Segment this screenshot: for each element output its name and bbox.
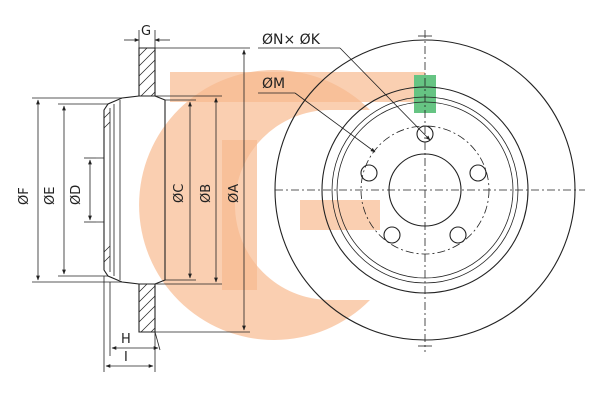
bolt-hole bbox=[383, 226, 401, 244]
pcd-circle bbox=[360, 125, 490, 255]
friction-ring-inner-circle bbox=[321, 86, 529, 294]
dimension-e: ØE bbox=[43, 103, 108, 277]
brand-watermark-logo bbox=[139, 69, 436, 340]
bolt-hole bbox=[469, 164, 487, 182]
dimension-h: H bbox=[109, 282, 161, 356]
hub-bore bbox=[96, 157, 104, 223]
label-c: ØC bbox=[172, 184, 187, 203]
leader-nk: ØN× ØK bbox=[258, 32, 431, 141]
disc-outer-circle bbox=[274, 39, 576, 341]
hat-mid-circle bbox=[336, 101, 514, 279]
watermark-bar-lower bbox=[300, 200, 380, 230]
hat-outline bbox=[103, 95, 166, 285]
dimension-c: ØC bbox=[165, 99, 196, 281]
dimension-g: G bbox=[124, 24, 170, 48]
leader-m: ØM bbox=[258, 76, 376, 153]
centre-bore-circle bbox=[388, 153, 462, 227]
dimension-f: ØF bbox=[17, 97, 122, 283]
hat-outer-circle bbox=[331, 96, 519, 284]
bolt-hole bbox=[416, 125, 434, 143]
bolt-hole bbox=[360, 164, 378, 182]
front-view: ØN× ØK ØM bbox=[258, 30, 585, 352]
dimension-b: ØB bbox=[155, 95, 222, 285]
watermark-bar-horizontal bbox=[170, 72, 425, 102]
side-section-view: G ØF ØE ØD ØC bbox=[17, 24, 250, 372]
watermark-outer-ring bbox=[139, 69, 370, 340]
label-nk: ØN× ØK bbox=[262, 32, 321, 48]
label-f: ØF bbox=[17, 187, 32, 205]
label-d: ØD bbox=[69, 185, 84, 205]
label-h: H bbox=[121, 332, 131, 347]
bolt-hole bbox=[449, 226, 467, 244]
hat-inner-wall bbox=[109, 100, 121, 280]
dimension-i: I bbox=[103, 276, 156, 372]
label-b: ØB bbox=[199, 184, 214, 203]
label-a: ØA bbox=[227, 184, 242, 203]
label-i: I bbox=[124, 350, 128, 365]
dimension-a: ØA bbox=[155, 47, 250, 333]
bolt-hole-group bbox=[360, 125, 487, 244]
section-hatching bbox=[103, 47, 156, 333]
dimension-d: ØD bbox=[69, 157, 96, 223]
watermark-bar-inner bbox=[222, 140, 257, 290]
label-m: ØM bbox=[262, 76, 285, 92]
label-e: ØE bbox=[43, 187, 58, 205]
label-g: G bbox=[141, 24, 151, 39]
